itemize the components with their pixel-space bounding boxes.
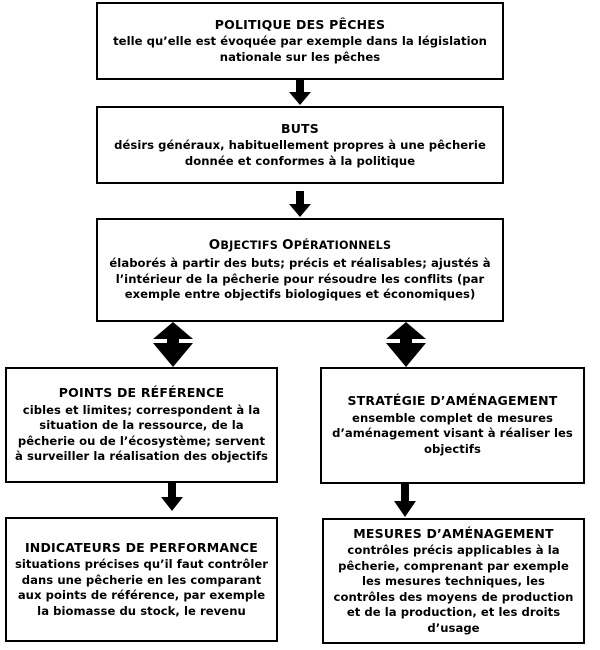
node-strategie-body: ensemble complet de mesures d’aménagemen… [332,410,573,457]
node-politique-title: POLITIQUE DES PÊCHES [214,16,386,32]
node-points-reference-body: cibles et limites; correspondent à la si… [15,402,268,464]
connector-strategie-to-mesures [393,484,417,518]
node-buts: BUTS désirs généraux, habituellement pro… [96,106,504,184]
node-points-de-reference: POINTS DE RÉFÉRENCE cibles et limites; c… [5,367,278,483]
node-objectifs-body: élaborés à partir des buts; précis et ré… [109,255,491,302]
node-mesures-amenagement: MESURES D’AMÉNAGEMENT contrôles précis a… [322,518,585,644]
connector-objectifs-to-points-reference [152,322,194,368]
node-buts-title: BUTS [280,120,319,136]
connector-politique-to-buts [288,80,312,106]
node-points-reference-title: POINTS DE RÉFÉRENCE [58,385,225,401]
node-mesures-body: contrôles précis applicables à la pêcher… [333,543,574,635]
connector-objectifs-to-strategie [385,322,427,368]
node-mesures-title: MESURES D’AMÉNAGEMENT [353,525,554,541]
node-indicateurs-de-performance: INDICATEURS DE PERFORMANCE situations pr… [5,517,278,642]
node-indicateurs-title: INDICATEURS DE PERFORMANCE [24,539,259,555]
node-indicateurs-body: situations précises qu’il faut contrôler… [14,557,269,618]
node-buts-body: désirs généraux, habituellement propres … [114,138,486,168]
node-objectifs-title: OBJECTIFS OPÉRATIONNELS [208,238,392,254]
node-politique-des-peches: POLITIQUE DES PÊCHES telle qu’elle est é… [96,2,504,80]
connector-points-reference-to-indicateurs [160,483,184,512]
node-politique-body: telle qu’elle est évoquée par exemple da… [113,34,487,64]
node-strategie-amenagement: STRATÉGIE D’AMÉNAGEMENT ensemble complet… [320,367,585,484]
node-objectifs-operationnels: OBJECTIFS OPÉRATIONNELS élaborés à parti… [96,218,504,322]
node-strategie-title: STRATÉGIE D’AMÉNAGEMENT [347,393,558,409]
connector-buts-to-objectifs [288,191,312,218]
